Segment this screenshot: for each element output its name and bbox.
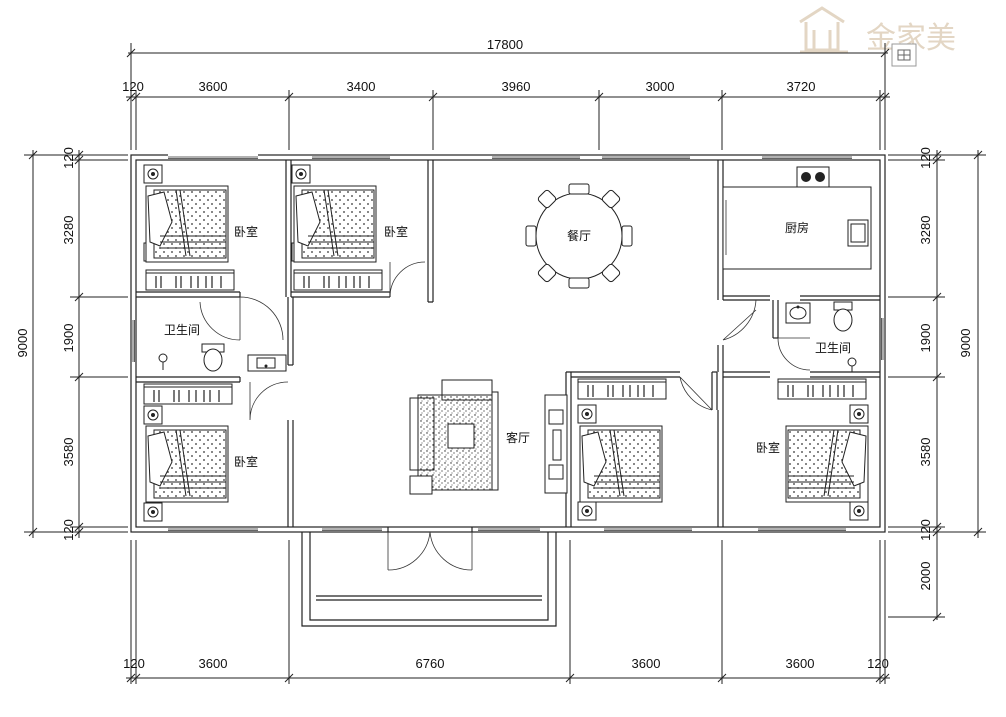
- dim-bottom-5: 3600: [786, 656, 815, 671]
- dim-left-3: 1900: [61, 324, 76, 353]
- room-label-bedroom-4: 卧室: [756, 440, 780, 455]
- bathroom-right: 卫生间: [785, 301, 857, 372]
- dim-left-5: 120: [61, 519, 76, 541]
- top-dimensions: 17800 120 3600 3400 3960 3000 3720: [122, 37, 890, 150]
- bottom-dimensions: 120 3600 6760 3600 3600 120: [123, 540, 890, 684]
- dim-top-2: 3600: [199, 79, 228, 94]
- living-room: 客厅: [409, 379, 568, 495]
- dim-left-1: 120: [61, 147, 76, 169]
- room-label-bedroom-2: 卧室: [384, 224, 408, 239]
- bedroom-3: 卧室: [143, 383, 258, 522]
- dim-bottom-3: 6760: [416, 656, 445, 671]
- bathroom-left: 卫生间: [158, 323, 287, 372]
- kitchen: 厨房: [722, 166, 872, 270]
- left-dimensions: 9000 120 3280 1900 3580 120: [15, 147, 128, 541]
- bedroom-4: 卧室: [756, 378, 869, 521]
- room-label-bedroom-1: 卧室: [234, 224, 258, 239]
- room-label-bath-left: 卫生间: [164, 323, 200, 337]
- dim-right-3: 1900: [918, 324, 933, 353]
- bedroom-1: 卧室: [143, 164, 258, 291]
- room-label-living: 客厅: [506, 430, 530, 445]
- dim-right-1: 120: [918, 147, 933, 169]
- right-dimensions: 9000 120 3280 1900 3580 120 2000: [888, 147, 986, 622]
- room-label-kitchen: 厨房: [785, 220, 809, 235]
- room-label-dining: 餐厅: [567, 228, 591, 243]
- dim-right-5: 120: [918, 519, 933, 541]
- room-label-bedroom-3: 卧室: [234, 454, 258, 469]
- dim-right-total: 9000: [958, 329, 973, 358]
- dim-right-4: 3580: [918, 438, 933, 467]
- dim-top-total: 17800: [487, 37, 523, 52]
- dim-right-2: 3280: [918, 216, 933, 245]
- dim-left-total: 9000: [15, 329, 30, 358]
- dim-top-4: 3960: [502, 79, 531, 94]
- walls: [130, 153, 886, 627]
- dining-room: 餐厅: [525, 183, 633, 289]
- dim-bottom-6: 120: [867, 656, 889, 671]
- bedroom-2: 卧室: [291, 164, 408, 291]
- brand-logo: 金家美: [799, 6, 956, 67]
- dim-bottom-4: 3600: [632, 656, 661, 671]
- room-label-bath-right: 卫生间: [815, 341, 851, 355]
- dim-top-3: 3400: [347, 79, 376, 94]
- dim-left-2: 3280: [61, 216, 76, 245]
- dim-bottom-1: 120: [123, 656, 145, 671]
- dim-right-6: 2000: [918, 562, 933, 591]
- dim-top-1: 120: [122, 79, 144, 94]
- bedroom-5: [577, 378, 667, 521]
- dim-top-6: 3720: [787, 79, 816, 94]
- dim-top-5: 3000: [646, 79, 675, 94]
- dim-left-4: 3580: [61, 438, 76, 467]
- dim-bottom-2: 3600: [199, 656, 228, 671]
